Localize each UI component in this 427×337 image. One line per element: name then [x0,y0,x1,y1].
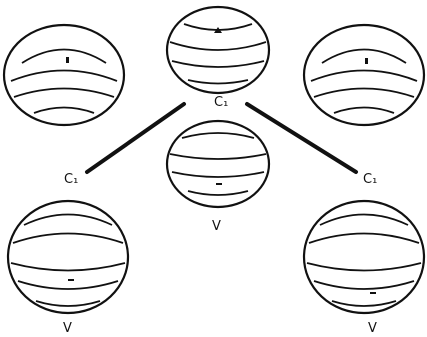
ball-top-left [2,23,126,127]
ball-top-right [302,23,426,127]
label-center-bottom: V [212,219,221,234]
label-center-top: C₁ [214,95,228,110]
label-left: C₁ [64,172,78,187]
ball-top-center [165,5,271,95]
connector-left [85,102,186,174]
ball-bottom-left [6,199,130,315]
connector-right [245,102,358,174]
ball-bottom-right [302,199,426,315]
label-bottom-right: V [368,321,377,336]
label-bottom-left: V [63,321,72,336]
label-right: C₁ [363,172,377,187]
ball-middle [165,119,271,209]
